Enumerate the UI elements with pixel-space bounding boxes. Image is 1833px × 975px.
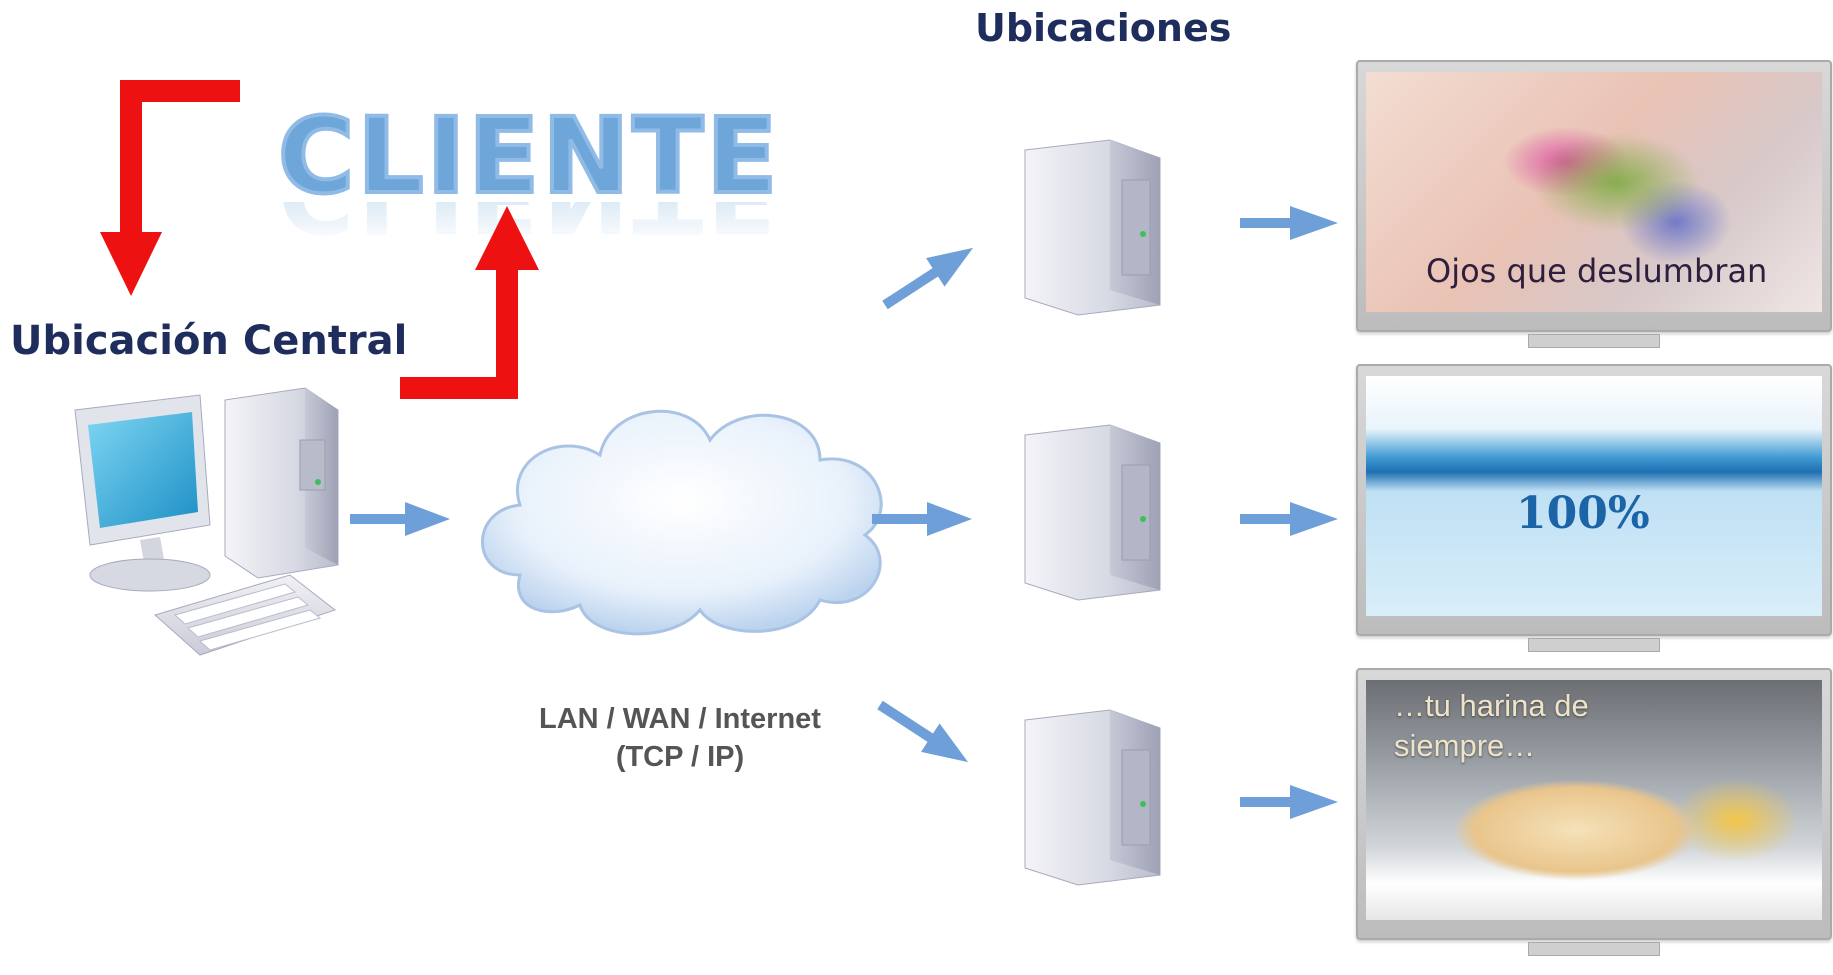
tv-display-2: 100% <box>1356 364 1832 652</box>
network-label-line2: (TCP / IP) <box>615 741 745 773</box>
cloud-icon <box>481 409 883 636</box>
server-icon-middle <box>1024 424 1161 601</box>
network-label-line1: LAN / WAN / Internet <box>539 703 821 735</box>
central-computer-icon <box>74 387 339 656</box>
red-arrow-up <box>400 206 539 399</box>
cliente-wordart: CLIENTE CLIENTE <box>276 95 781 246</box>
title-ubicaciones: Ubicaciones <box>975 6 1232 50</box>
tv-display-3: …tu harina de siempre… <box>1356 668 1832 956</box>
tv-stand-2 <box>1528 638 1660 652</box>
screen-1-caption: Ojos que deslumbran <box>1426 252 1768 290</box>
screen-3-caption-line2: siempre… <box>1394 728 1536 763</box>
cliente-text: CLIENTE <box>276 95 781 217</box>
tv-stand-1 <box>1528 334 1660 348</box>
tv-display-1: Ojos que deslumbran <box>1356 60 1832 348</box>
water-image: 100% <box>1366 376 1822 616</box>
network-label: LAN / WAN / Internet (TCP / IP) <box>500 700 860 776</box>
arepa-image: …tu harina de siempre… <box>1366 680 1822 920</box>
label-ubicacion-central: Ubicación Central <box>10 318 408 364</box>
screen-3-caption-line1: …tu harina de <box>1394 688 1589 723</box>
red-arrow-down <box>100 80 240 296</box>
blue-arrows <box>350 206 1338 819</box>
tv-stand-3 <box>1528 942 1660 956</box>
eye-makeup-image: Ojos que deslumbran <box>1366 72 1822 312</box>
server-icon-bottom <box>1024 709 1161 886</box>
screen-3-caption: …tu harina de siempre… <box>1394 686 1589 766</box>
server-icon-top <box>1024 139 1161 316</box>
screen-2-caption: 100% <box>1516 488 1650 539</box>
